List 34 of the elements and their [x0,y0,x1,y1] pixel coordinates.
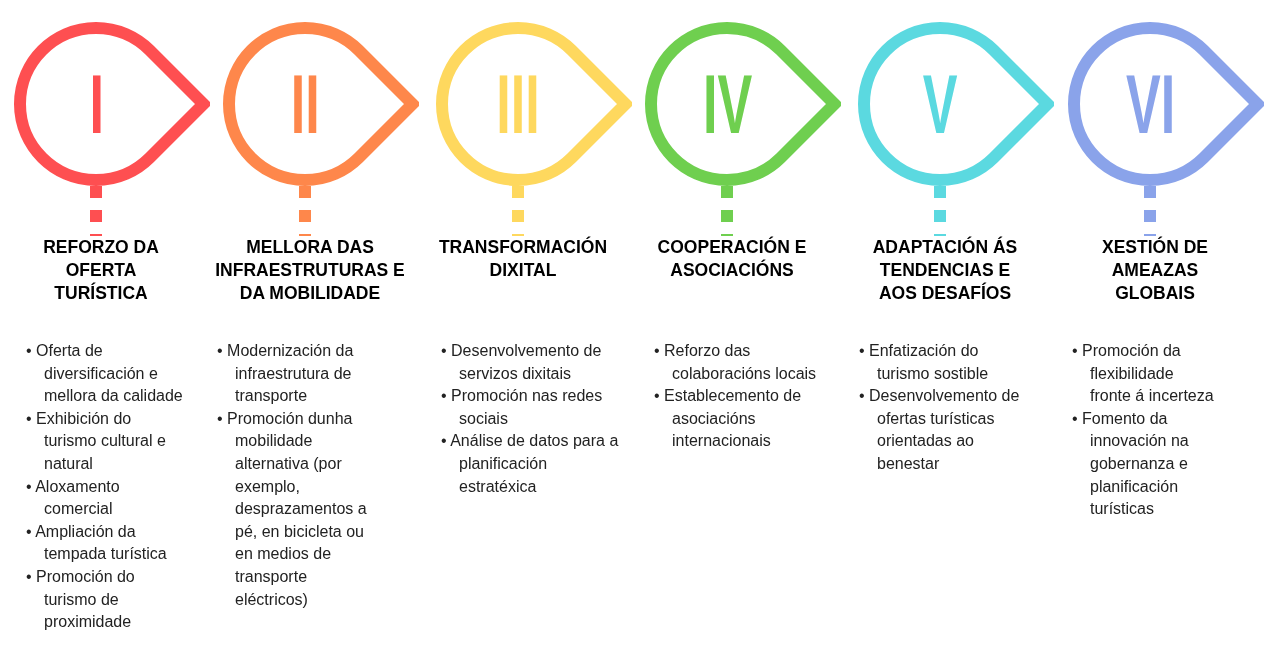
bullet-item: • Análise de datos para a planificación estratéxica [441,431,620,497]
roman-numeral: IV [702,62,752,146]
column-heading: XESTIÓN DE AMEAZAS GLOBAIS [1101,236,1209,305]
roman-numeral: III [496,62,540,146]
bullet-item: • Oferta de diversificación e mellora da calidade [26,341,184,407]
dotted-connector [1144,186,1156,236]
column-heading: TRANSFORMACIÓN DIXITAL [437,236,609,282]
dotted-connector [299,186,311,236]
roman-numeral: II [290,62,320,146]
bullet-item: • Modernización da infraestrutura de transporte [217,341,355,407]
bullet-item: • Fomento da innovación na gobernanza e planificación turísticas [1072,408,1190,520]
roman-numeral: VI [1125,62,1175,146]
column-heading: COOPERACIÓN E ASOCIACIÓNS [656,236,808,282]
bullet-item: • Ampliación da tempada turística [26,521,168,565]
bullet-item: • Promoción da flexibilidade fronte á incerteza [1072,341,1215,407]
dotted-connector [512,186,524,236]
bullet-item: • Aloxamento comercial [26,476,121,520]
column-heading: REFORZO DA OFERTA TURÍSTICA [42,236,160,305]
roman-numeral: I [88,62,104,146]
bullet-item: • Reforzo das colaboracións locais [654,341,817,384]
bullet-item: • Establecemento de asociacións internacionais [654,386,803,452]
dotted-connector [934,186,946,236]
column-heading: ADAPTACIÓN ÁS TENDENCIAS E AOS DESAFÍOS [871,236,1019,305]
dotted-connector [90,186,102,236]
bullet-item: • Promoción do turismo de proximidade [26,566,136,633]
dotted-connector [721,186,733,236]
bullet-item: • Promoción nas redes sociais [441,386,604,429]
bullet-item: • Desenvolvemento de servizos dixitais [441,341,603,384]
bullet-item: • Promoción dunha mobilidade alternativa (por exemplo, desprazamentos a pé, en bicicleta ou en medios de transporte eléctricos) [217,408,368,610]
bullet-item: • Enfatización do turismo sostible [859,341,990,384]
column-heading: MELLORA DAS INFRAESTRUTURAS E DA MOBILIDADE [215,236,405,305]
bullet-item: • Exhibición do turismo cultural e natural [26,408,167,474]
roman-numeral: V [922,62,958,146]
bullet-item: • Desenvolvemento de ofertas turísticas orientadas ao benestar [859,386,1021,474]
